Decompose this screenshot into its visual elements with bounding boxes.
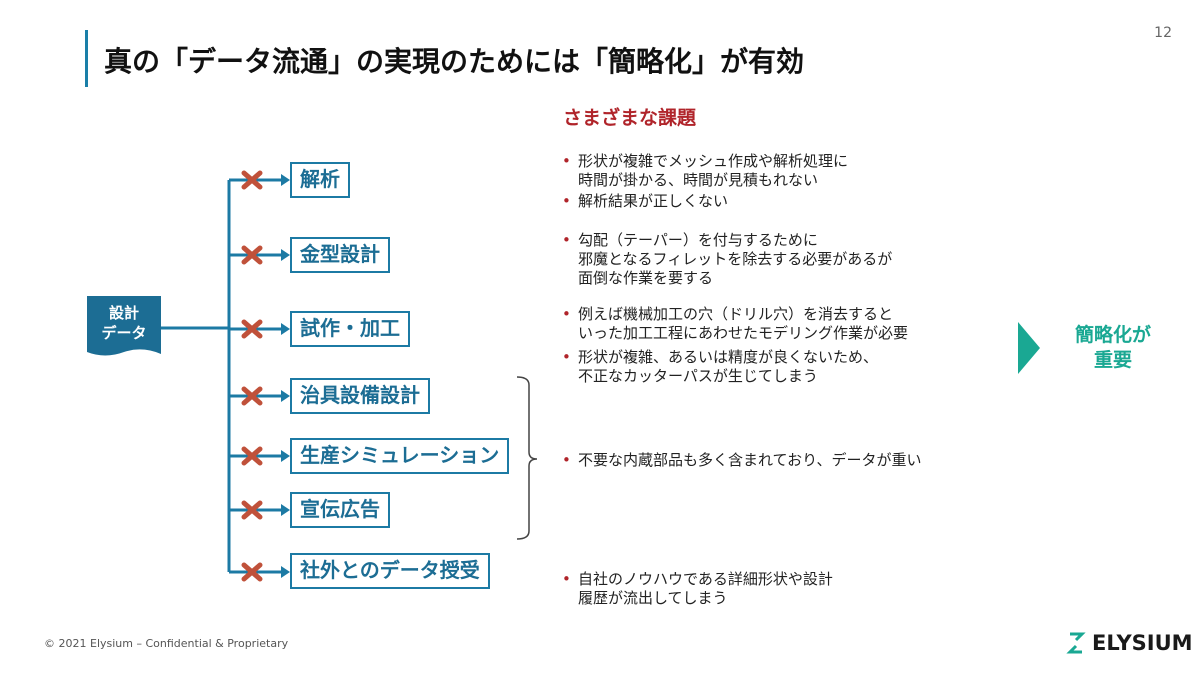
target-box-prototype: 試作・加工	[290, 311, 410, 347]
footer-copyright: © 2021 Elysium – Confidential & Propriet…	[44, 637, 289, 650]
source-document-shape	[87, 296, 161, 356]
bullet-icon: •	[562, 305, 571, 323]
arrowhead-icon	[281, 450, 290, 462]
cross-icon	[241, 562, 263, 582]
cross-icon	[241, 446, 263, 466]
cross-icon	[241, 170, 263, 190]
cross-icon	[241, 500, 263, 520]
target-box-analysis: 解析	[290, 162, 350, 198]
page-number: 12	[1154, 25, 1172, 41]
arrowhead-icon	[281, 390, 290, 402]
issue-item: •自社のノウハウである詳細形状や設計 履歴が流出してしまう	[562, 570, 833, 607]
issue-item: •解析結果が正しくない	[562, 192, 729, 210]
target-box-jig-design: 治具設備設計	[290, 378, 430, 414]
arrowhead-icon	[281, 249, 290, 261]
target-box-mold-design: 金型設計	[290, 237, 390, 273]
company-logo: ELYSIUM	[1066, 628, 1193, 658]
logo-text: ELYSIUM	[1092, 631, 1193, 655]
title-accent-bar	[85, 30, 88, 87]
cross-icon	[241, 386, 263, 406]
page-title: 真の「データ流通」の実現のためには「簡略化」が有効	[104, 45, 805, 78]
cross-icon	[241, 319, 263, 339]
cross-icon	[241, 245, 263, 265]
issue-item: •形状が複雑でメッシュ作成や解析処理に 時間が掛かる、時間が見積もれない	[562, 152, 849, 189]
arrowhead-icon	[281, 504, 290, 516]
arrowhead-icon	[281, 174, 290, 186]
issue-item: •例えば機械加工の穴（ドリル穴）を消去すると いった加工工程にあわせたモデリング…	[562, 305, 909, 342]
issues-heading: さまざまな課題	[563, 107, 697, 129]
target-box-external-exchange: 社外とのデータ授受	[290, 553, 490, 589]
bullet-icon: •	[562, 192, 571, 210]
arrowhead-icon	[281, 566, 290, 578]
issue-item: •形状が複雑、あるいは精度が良くないため、 不正なカッターパスが生じてしまう	[562, 348, 879, 385]
bullet-icon: •	[562, 451, 571, 469]
logo-icon	[1066, 632, 1086, 654]
bullet-icon: •	[562, 231, 571, 249]
conclusion-text: 簡略化が 重要	[1074, 324, 1151, 371]
group-brace	[516, 376, 538, 540]
target-box-production-sim: 生産シミュレーション	[290, 438, 510, 474]
bullet-icon: •	[562, 570, 571, 588]
bullet-icon: •	[562, 152, 571, 170]
arrowhead-icon	[281, 323, 290, 335]
target-box-advertising: 宣伝広告	[290, 492, 390, 528]
source-label: 設計 データ	[101, 304, 147, 342]
bullet-icon: •	[562, 348, 571, 366]
branches	[229, 170, 290, 582]
issue-item: •不要な内蔵部品も多く含まれており、データが重い	[562, 451, 922, 469]
issue-item: •勾配（テーパー）を付与するために 邪魔となるフィレットを除去する必要があるが …	[562, 231, 893, 287]
conclusion-arrow-icon	[1018, 322, 1040, 374]
